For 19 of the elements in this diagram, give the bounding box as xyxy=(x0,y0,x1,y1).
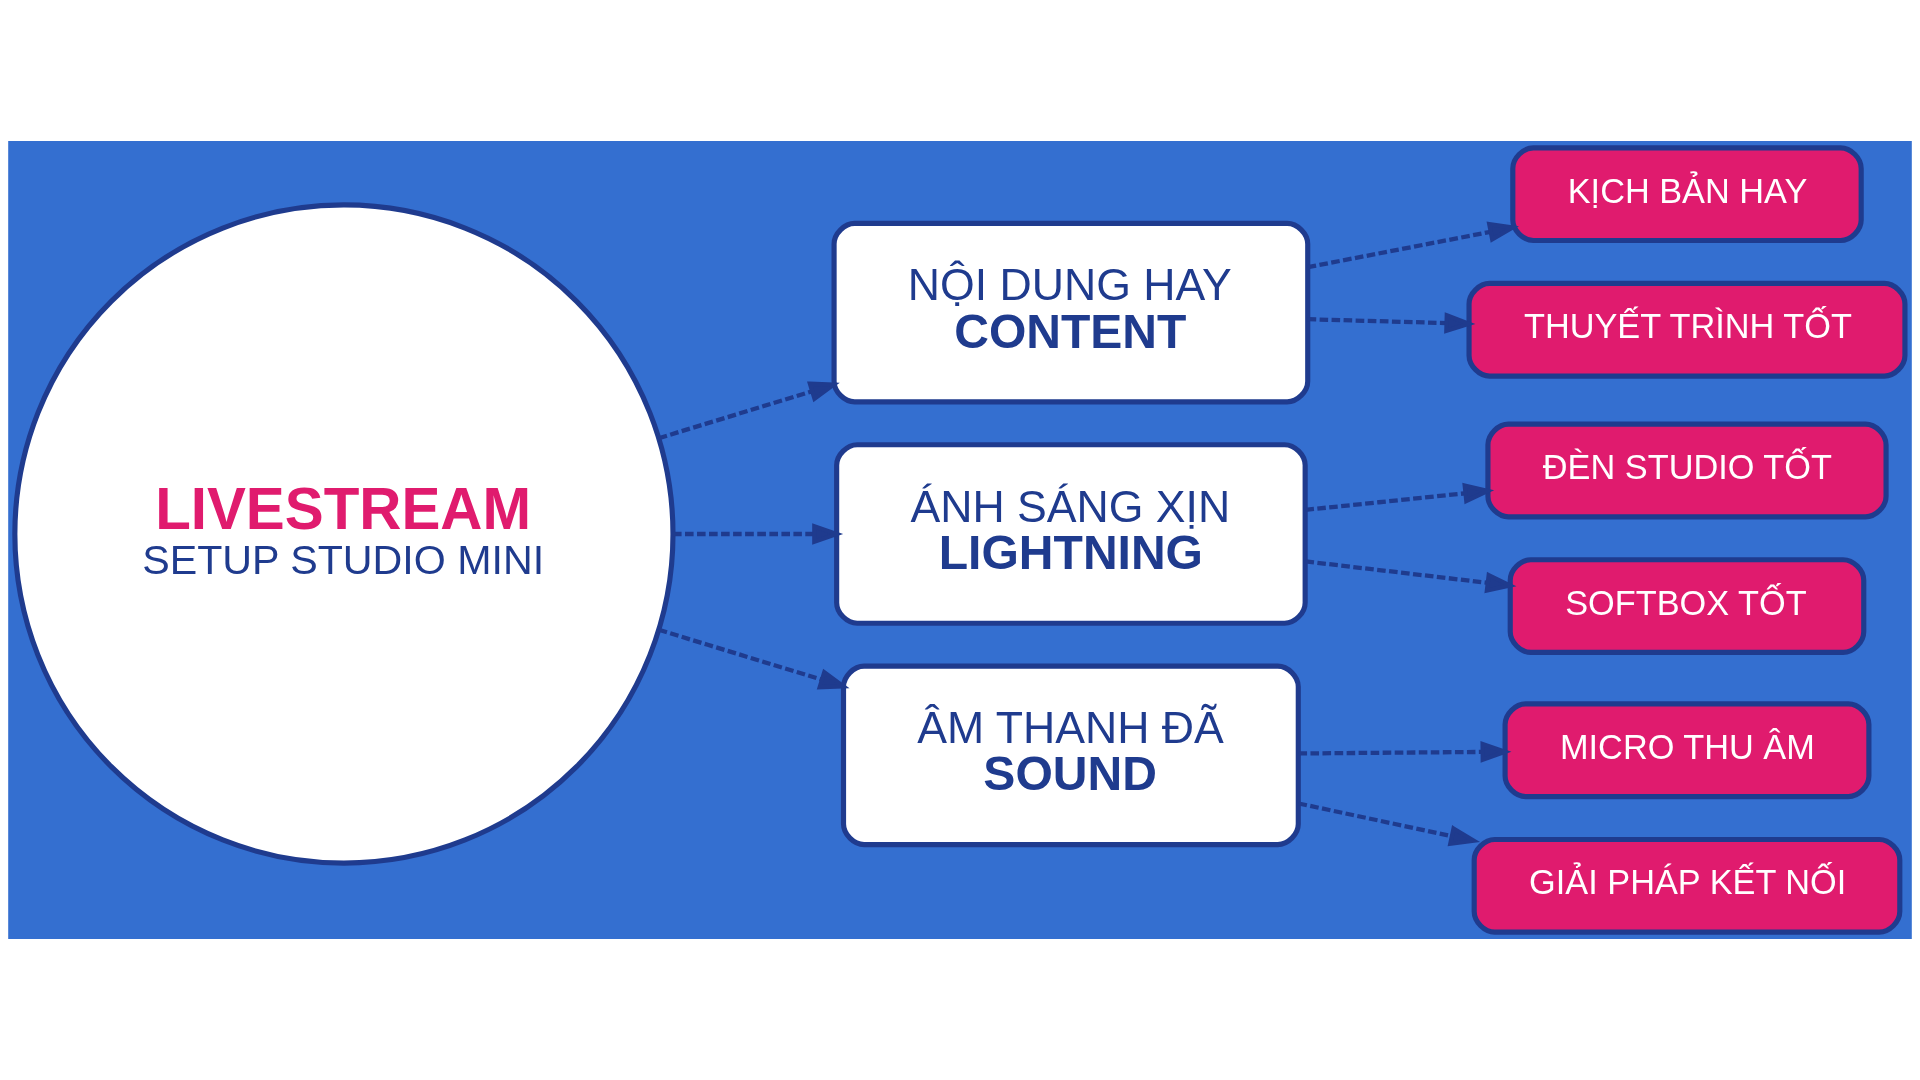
node-box: MICRO THU ÂM xyxy=(1502,701,1872,800)
node-box: KỊCH BẢN HAY xyxy=(1510,145,1864,244)
node-box: GIẢI PHÁP KẾT NỐI xyxy=(1471,836,1903,935)
node-box: ÁNH SÁNG XỊN LIGHTNING xyxy=(834,442,1308,626)
node-box: NỘI DUNG HAY CONTENT xyxy=(831,220,1311,405)
node-circle: LIVESTREAM SETUP STUDIO MINI xyxy=(12,202,676,866)
node-box: THUYẾT TRÌNH TỐT xyxy=(1466,280,1908,379)
arrow xyxy=(1305,559,1517,594)
node-box: ĐÈN STUDIO TỐT xyxy=(1485,421,1889,520)
arrow xyxy=(1307,312,1476,334)
arrow xyxy=(1298,801,1481,847)
node-box: SOFTBOX TỐT xyxy=(1507,557,1867,655)
arrow xyxy=(1298,741,1512,763)
arrow xyxy=(1305,482,1495,512)
node-box: ÂM THANH ĐÃ SOUND xyxy=(840,663,1301,848)
arrow xyxy=(658,627,850,690)
arrow xyxy=(1307,221,1519,270)
arrow xyxy=(673,523,844,545)
arrow xyxy=(658,381,840,441)
